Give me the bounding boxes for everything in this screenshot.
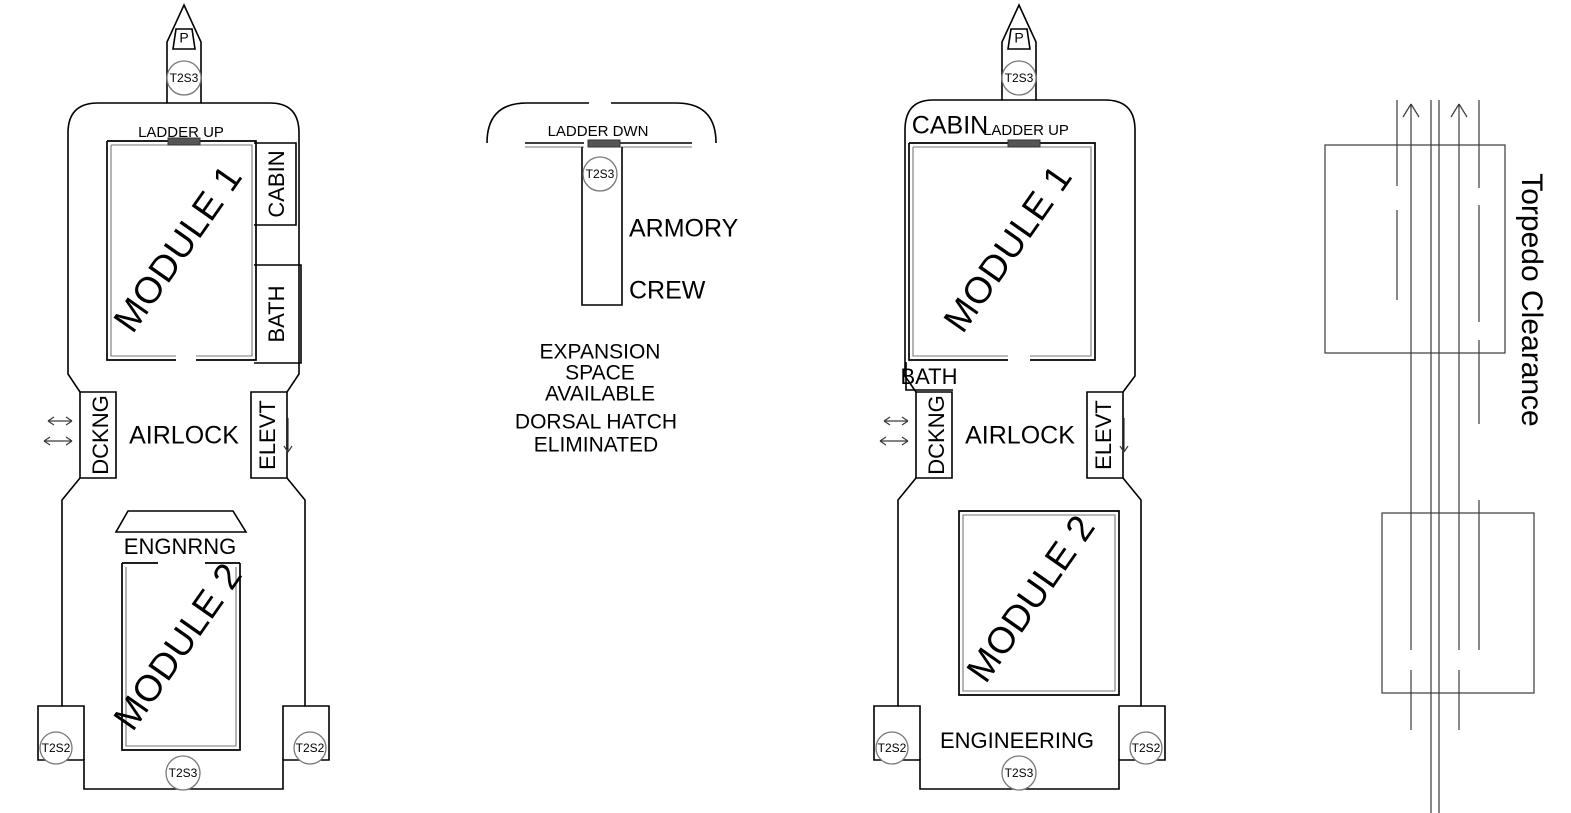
engnrng-label: ENGNRNG [124, 534, 236, 559]
bow-tower-outline [166, 3, 202, 104]
stern-stbd-thruster-label: T2S2 [296, 741, 325, 755]
bow-thruster-circle [166, 60, 202, 96]
center-hull-arc-right [611, 102, 717, 144]
dcking-label: DCKNG [88, 395, 113, 474]
ladder-hatch-bar [167, 137, 201, 146]
stern-notch-port [62, 705, 85, 760]
torpedo-arrowhead-left [1402, 103, 1420, 118]
note-expansion: EXPANSION [540, 341, 661, 364]
stern-center-thruster-circle [165, 755, 201, 791]
note-space: SPACE [565, 362, 635, 385]
right-bow-marker-box [1007, 28, 1031, 50]
elevt-label: ELEVT [255, 400, 280, 470]
center-hull-arc-left [486, 102, 589, 144]
right-module1-label: MODULE 1 [936, 158, 1080, 340]
torpedo-clearance-group: Torpedo Clearance [1324, 100, 1548, 813]
module1-label: MODULE 1 [106, 158, 250, 340]
right-stern-port-thruster-label: T2S2 [878, 741, 907, 755]
bath-room-outline [254, 264, 302, 364]
stern-center-thruster-label: T2S3 [169, 766, 198, 780]
stern-notch-stbd [282, 705, 305, 760]
right-bath-label: BATH [900, 364, 957, 389]
right-bow-marker-label: P [1014, 30, 1023, 46]
right-cabin-label: CABIN [912, 112, 988, 140]
center-ladder-label: LADDER DWN [548, 123, 649, 140]
right-airlock-label: AIRLOCK [965, 422, 1075, 450]
elevt-bay-outline [250, 391, 288, 479]
airlock-label: AIRLOCK [129, 422, 239, 450]
right-elevator-arrow [1119, 418, 1129, 453]
plan-center-group: LADDER DWN T2S3 ARMORY CREW EXPANSION SP… [486, 102, 739, 457]
right-module2-box [958, 510, 1120, 696]
note-dorsal-hatch: DORSAL HATCH [515, 411, 677, 434]
right-module2-label: MODULE 2 [959, 508, 1103, 690]
center-thruster-label: T2S3 [586, 167, 615, 181]
right-hull-left-upper [904, 99, 1002, 393]
right-elevt-label: ELEVT [1091, 400, 1116, 470]
plan-left-group: P T2S3 DCKNG ELEVT AIRLOCK [37, 3, 330, 791]
armory-label: ARMORY [629, 215, 739, 243]
right-dcking-bay-outline [915, 391, 953, 479]
bath-label: BATH [264, 285, 289, 342]
bow-thruster-label: T2S3 [170, 71, 199, 85]
right-stern-stbd-thruster-circle [1129, 731, 1163, 765]
center-thruster-circle [582, 156, 618, 192]
right-hull-right-upper [1036, 99, 1136, 393]
dcking-bay-outline [79, 391, 117, 479]
cabin-label: CABIN [264, 150, 289, 217]
right-docking-arrows [879, 416, 909, 446]
torpedo-arrowhead-right [1450, 103, 1468, 118]
elevator-arrow [283, 418, 293, 453]
hull-left-upper [67, 102, 167, 393]
cabin-room-outline [254, 142, 297, 226]
hull-right-upper [201, 102, 300, 393]
right-stern-center-thruster-circle [1001, 755, 1037, 791]
center-corridor-outline [581, 147, 623, 306]
right-elevt-bay-outline [1086, 391, 1124, 479]
plan-right-group: P T2S3 CABIN LADDER UP MODULE 1 BATH DCK… [873, 3, 1166, 791]
note-available: AVAILABLE [545, 383, 655, 406]
note-eliminated: ELIMINATED [534, 434, 658, 457]
crew-label: CREW [629, 277, 706, 305]
bow-marker-box [172, 28, 196, 50]
center-ladder-hatch-bar [587, 139, 621, 148]
right-engineering-label: ENGINEERING [940, 728, 1094, 753]
right-bath-outline [905, 362, 953, 391]
module2-label: MODULE 2 [106, 556, 250, 738]
right-stern-notch-port [898, 705, 921, 760]
stern-stbd-thruster-circle [293, 731, 327, 765]
bow-marker-label: P [179, 30, 188, 46]
stern-port-thruster-label: T2S2 [42, 741, 71, 755]
engnrng-trapezoid [114, 510, 248, 533]
right-ladder-up-label: LADDER UP [983, 122, 1069, 139]
right-bow-thruster-circle [1001, 60, 1037, 96]
stern-port-thruster-circle [39, 731, 73, 765]
docking-arrows [43, 416, 73, 446]
right-stern-stbd-thruster-label: T2S2 [1132, 741, 1161, 755]
right-bow-thruster-label: T2S3 [1005, 71, 1034, 85]
torpedo-lower-rect [1381, 512, 1535, 694]
right-stern-center-thruster-label: T2S3 [1005, 766, 1034, 780]
right-stern-port-thruster-circle [875, 731, 909, 765]
ladder-up-label: LADDER UP [138, 124, 224, 141]
right-ladder-hatch-bar [1007, 139, 1041, 148]
right-bow-tower-outline [1001, 3, 1037, 101]
right-module1-box [908, 142, 1096, 361]
right-dcking-label: DCKNG [924, 395, 949, 474]
module2-box [121, 562, 241, 751]
torpedo-upper-rect [1324, 144, 1506, 354]
torpedo-clearance-title: Torpedo Clearance [1515, 173, 1548, 427]
right-stern-notch-stbd [1118, 705, 1141, 760]
